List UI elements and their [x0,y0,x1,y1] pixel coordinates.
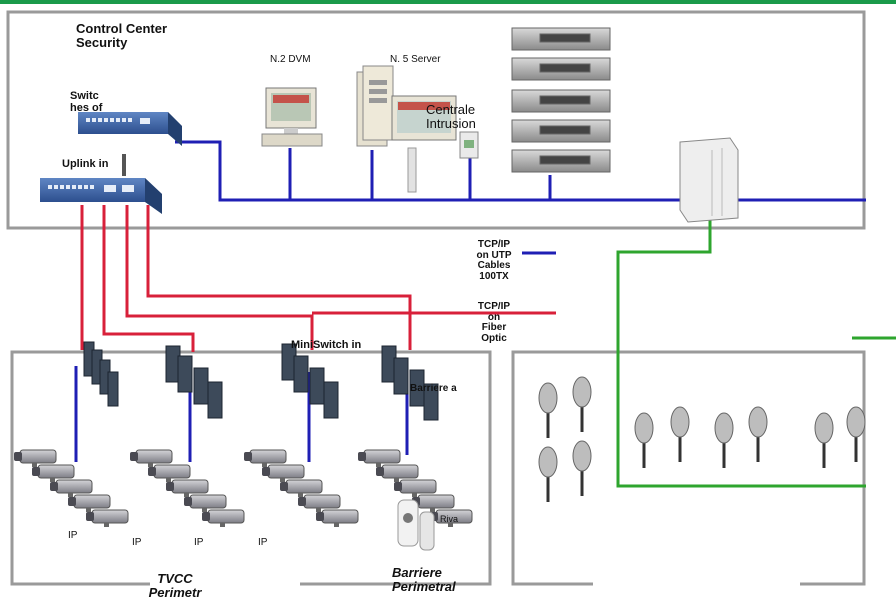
camera-icon [148,464,191,482]
riva-label: Riva [440,514,459,524]
barrier-post-icon [572,440,592,496]
barrier-post-icon [634,412,654,468]
camera-icon [394,479,437,497]
miniswitch-group-4-icon [381,345,439,421]
barrier-post-icon [748,406,768,462]
control-center-box [6,10,866,230]
camera-icon [68,494,111,512]
dvm-label: N.2 DVM [270,54,311,65]
camera-icon [298,494,341,512]
camera-icon [244,449,287,467]
camera-icon [14,449,57,467]
barrier-posts [538,376,866,502]
green-link-barrier [616,218,866,488]
camera-icon [32,464,75,482]
camera-icon [50,479,93,497]
utp-link-main [175,140,680,202]
switch-top-icon [78,112,182,146]
fiber-link-2 [102,205,195,352]
barrier-post-icon [714,412,734,468]
camera-icon [358,449,401,467]
uplink-bar [122,154,126,176]
barrier-post-icon [846,406,866,462]
server-tower-icon [356,65,394,147]
top-border [0,0,896,4]
barrier-post-icon [814,412,834,468]
camera-icon [86,509,129,527]
miniswitch-group-2-icon [165,345,223,419]
camera-ip-label-1: IP [68,530,78,541]
barriere-box [511,350,866,586]
barrier-post-icon [670,406,690,462]
barrier-post-icon [538,382,558,438]
server-rack-icon [511,27,611,173]
camera-icon [430,509,473,527]
server-label: N. 5 Server [390,54,441,65]
fiber-link-4 [146,205,412,350]
barrier-post-icon [538,446,558,502]
camera-ip-label-3: IP [194,537,204,548]
camera-ip-label-2: IP [132,537,142,548]
tvcc-box [10,350,492,586]
dvm-workstation-icon [261,87,323,147]
barriere-a-label: Barriere a [410,383,457,394]
barrier-post-icon [572,376,592,432]
camera-ip-label-4: IP [258,537,268,548]
camera-icon [130,449,173,467]
uplink-label: Uplink in [62,158,109,170]
fiber-links [80,205,556,352]
miniswitch-group-1-icon [83,341,119,407]
camera-icon [316,509,359,527]
barrier-sensor-icon [397,499,435,551]
camera-group [14,449,473,527]
switch-uplink-icon [40,178,162,214]
centrale-monitor-icon [391,95,479,193]
fiber-link-3 [125,205,314,350]
camera-icon [202,509,245,527]
green-links [616,218,896,488]
miniswitch-group-3-icon [281,343,339,419]
camera-icon [184,494,227,512]
miniswitch-label: MiniSwitch in [291,339,362,351]
camera-icon [262,464,305,482]
camera-icon [166,479,209,497]
camera-icon [376,464,419,482]
camera-icon [280,479,323,497]
media-converter-icon [679,137,739,223]
